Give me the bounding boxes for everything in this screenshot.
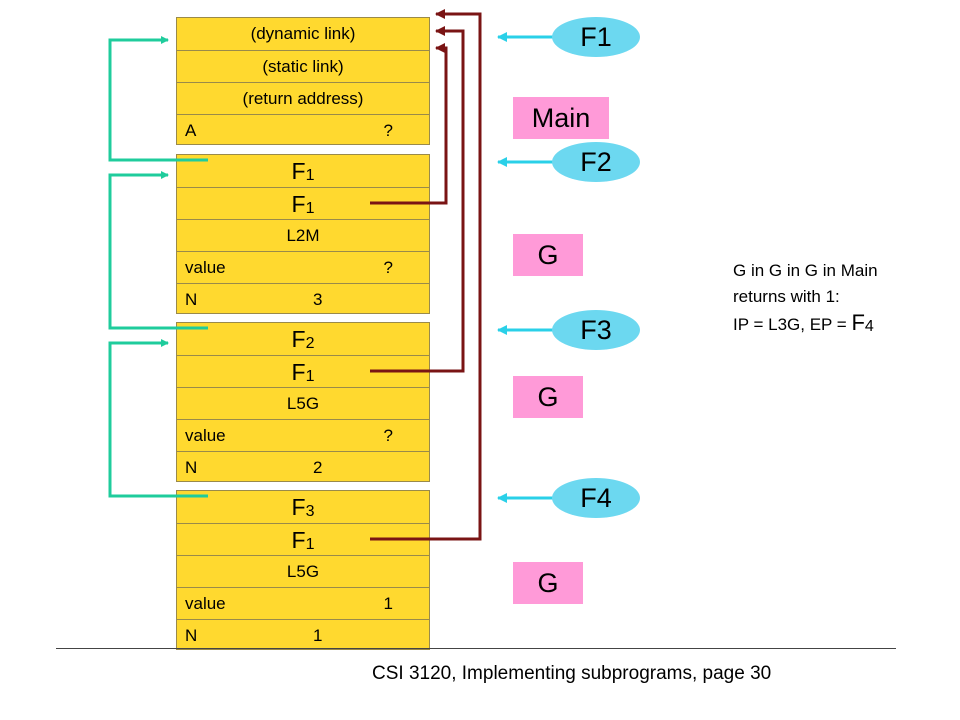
cell-label: L2M — [286, 226, 320, 245]
page-footer: CSI 3120, Implementing subprograms, page… — [372, 663, 772, 684]
cell-label: F1 — [291, 527, 315, 553]
variable-value: 2 — [313, 458, 323, 477]
variable-value: 1 — [313, 626, 323, 645]
return-address-cell: L5G — [177, 555, 429, 588]
variable-cell-value: value ? — [177, 251, 429, 284]
note-line: returns with 1: — [733, 287, 840, 306]
return-address-cell: L2M — [177, 219, 429, 252]
frame-label-f4: F4 — [552, 478, 640, 518]
frame-label-f1: F1 — [552, 17, 640, 57]
unit-label-main: Main — [513, 97, 609, 139]
parameter-cell-n: N 1 — [177, 619, 429, 652]
variable-value: 3 — [313, 290, 323, 309]
variable-name: value — [185, 426, 226, 445]
variable-name: value — [185, 594, 226, 613]
cell-label: L5G — [286, 394, 320, 413]
cell-label: F1 — [291, 359, 315, 385]
dynamic-link-cell: (dynamic link) — [177, 18, 429, 51]
parameter-cell-n: N 3 — [177, 283, 429, 316]
variable-value: 1 — [383, 594, 393, 613]
variable-cell-value: value ? — [177, 419, 429, 452]
variable-name: A — [185, 121, 197, 140]
dynamic-link-cell: F3 — [177, 491, 429, 524]
variable-value: ? — [383, 121, 393, 140]
variable-name: N — [185, 458, 198, 477]
explanation-note: G in G in G in Main returns with 1: IP =… — [733, 258, 878, 340]
note-line: IP = L3G, EP = F4 — [733, 310, 874, 335]
variable-name: value — [185, 258, 226, 277]
dynamic-link-cell: F2 — [177, 323, 429, 356]
return-address-cell: L5G — [177, 387, 429, 420]
variable-name: N — [185, 290, 198, 309]
unit-label-g: G — [513, 562, 583, 604]
static-link-cell: F1 — [177, 523, 429, 556]
dynamic-link-cell: F1 — [177, 155, 429, 188]
cell-label: L5G — [286, 562, 320, 581]
activation-record-main: (dynamic link) (static link) (return add… — [176, 17, 430, 145]
activation-record-g2: F2 F1 L5G value ? N 2 — [176, 322, 430, 482]
static-link-cell: (static link) — [177, 50, 429, 83]
cell-label: (dynamic link) — [250, 24, 356, 43]
footer-divider — [56, 648, 896, 649]
activation-record-g1: F1 F1 L2M value ? N 3 — [176, 154, 430, 314]
static-link-cell: F1 — [177, 355, 429, 388]
cell-label: F1 — [291, 158, 315, 184]
cell-label: F1 — [291, 191, 315, 217]
frame-label-f2: F2 — [552, 142, 640, 182]
cell-label: F2 — [291, 326, 315, 352]
variable-name: N — [185, 626, 198, 645]
parameter-cell-n: N 2 — [177, 451, 429, 484]
variable-cell-value: value 1 — [177, 587, 429, 620]
return-address-cell: (return address) — [177, 82, 429, 115]
variable-value: ? — [383, 258, 393, 277]
variable-cell-a: A ? — [177, 114, 429, 147]
unit-label-g: G — [513, 376, 583, 418]
variable-value: ? — [383, 426, 393, 445]
activation-record-g3: F3 F1 L5G value 1 N 1 — [176, 490, 430, 650]
note-line: G in G in G in Main — [733, 261, 878, 280]
frame-label-f3: F3 — [552, 310, 640, 350]
static-link-cell: F1 — [177, 187, 429, 220]
cell-label: (static link) — [262, 57, 344, 76]
unit-label-g: G — [513, 234, 583, 276]
cell-label: (return address) — [242, 89, 364, 108]
cell-label: F3 — [291, 494, 315, 520]
